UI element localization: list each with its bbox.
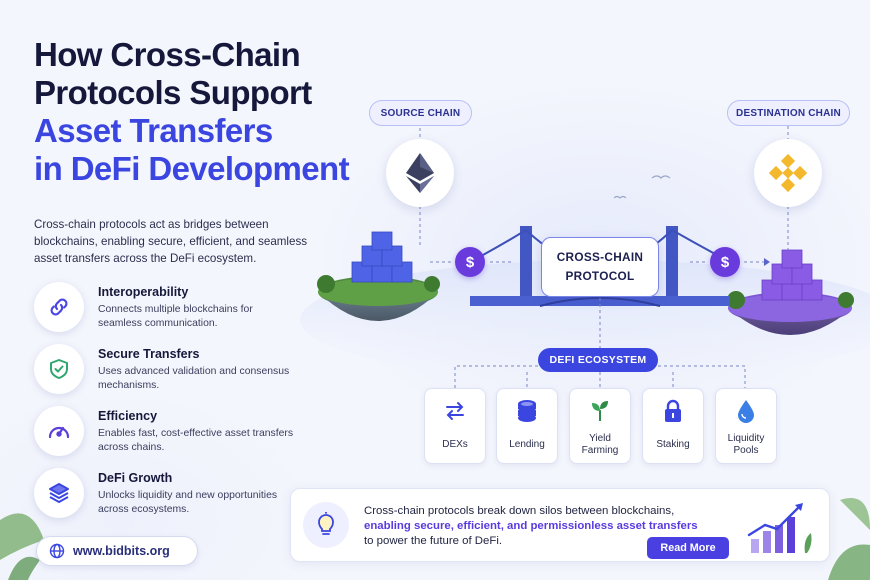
title-line-4: in DeFi Development (34, 150, 350, 187)
arrow-head (764, 258, 770, 266)
coin-stack-icon (497, 399, 557, 425)
page-title: How Cross-Chain Protocols Support Asset … (34, 36, 364, 188)
globe-icon (49, 543, 65, 559)
destination-island (727, 249, 854, 335)
defi-ecosystem-label: DEFI ECOSYSTEM (538, 348, 658, 372)
feature-text: Uses advanced validation and consensus m… (98, 366, 290, 391)
plant-decoration (0, 498, 870, 580)
summary-banner: Cross-chain protocols break down silos b… (290, 488, 830, 562)
dollar-coin-icon: $ (710, 247, 740, 277)
feature-text: Unlocks liquidity and new opportunities … (98, 490, 278, 515)
banner-text-line-1: Cross-chain protocols break down silos b… (364, 505, 675, 517)
ecosystem-item-lending: Lending (496, 388, 558, 464)
feature-title: Secure Transfers (98, 347, 200, 361)
cross-chain-protocol-box: CROSS-CHAIN PROTOCOL (541, 237, 659, 297)
ecosystem-item-liquidity-pools: Liquidity Pools (715, 388, 777, 464)
connector-lines (419, 126, 789, 388)
source-island (317, 231, 440, 321)
feature-title: Interoperability (98, 285, 189, 299)
intro-description: Cross-chain protocols act as bridges bet… (34, 218, 308, 265)
ecosystem-item-label: Liquidity Pools (727, 433, 765, 456)
feature-title: DeFi Growth (98, 471, 173, 485)
feature-title: Efficiency (98, 409, 158, 423)
bird (613, 195, 627, 199)
feature-interoperability: Interoperability Connects multiple block… (34, 282, 304, 334)
website-link[interactable]: www.bidbits.org (36, 536, 198, 566)
read-more-button[interactable]: Read More (647, 537, 729, 559)
protocol-line-1: CROSS-CHAIN (556, 250, 644, 264)
ecosystem-item-label: Staking (656, 439, 690, 450)
swap-arrows-icon (425, 399, 485, 425)
ecosystem-item-label: DEXs (442, 439, 468, 450)
ethereum-icon (386, 139, 454, 207)
ecosystem-item-label: Yield Farming (581, 433, 619, 456)
feature-text: Connects multiple blockchains for seamle… (98, 304, 253, 329)
dollar-coin-icon: $ (455, 247, 485, 277)
website-url: www.bidbits.org (73, 544, 170, 558)
title-line-2: Protocols Support (34, 74, 312, 111)
destination-chain-label: DESTINATION CHAIN (727, 100, 850, 126)
sprout-icon (570, 399, 630, 425)
speedometer-icon (34, 406, 84, 456)
growth-chart-icon (747, 503, 812, 553)
ecosystem-item-label: Lending (509, 439, 545, 450)
layers-icon (34, 468, 84, 518)
shield-check-icon (34, 344, 84, 394)
lightbulb-icon (303, 502, 349, 548)
droplet-icon (716, 399, 776, 425)
link-icon (34, 282, 84, 332)
banner-text-line-2: enabling secure, efficient, and permissi… (364, 520, 698, 532)
feature-efficiency: Efficiency Enables fast, cost-effective … (34, 406, 304, 458)
binance-icon (754, 139, 822, 207)
banner-text-line-3: to power the future of DeFi. (364, 535, 503, 547)
feature-text: Enables fast, cost-effective asset trans… (98, 428, 294, 453)
bird (651, 175, 671, 179)
water (300, 260, 870, 380)
ecosystem-item-dexs: DEXs (424, 388, 486, 464)
ecosystem-item-staking: Staking (642, 388, 704, 464)
title-line-1: How Cross-Chain (34, 36, 301, 73)
title-line-3: Asset Transfers (34, 112, 273, 149)
ecosystem-item-yield-farming: Yield Farming (569, 388, 631, 464)
source-chain-label: SOURCE CHAIN (369, 100, 472, 126)
feature-defi-growth: DeFi Growth Unlocks liquidity and new op… (34, 468, 304, 520)
protocol-line-2: PROTOCOL (565, 269, 635, 283)
feature-secure-transfers: Secure Transfers Uses advanced validatio… (34, 344, 304, 396)
lock-icon (643, 399, 703, 425)
